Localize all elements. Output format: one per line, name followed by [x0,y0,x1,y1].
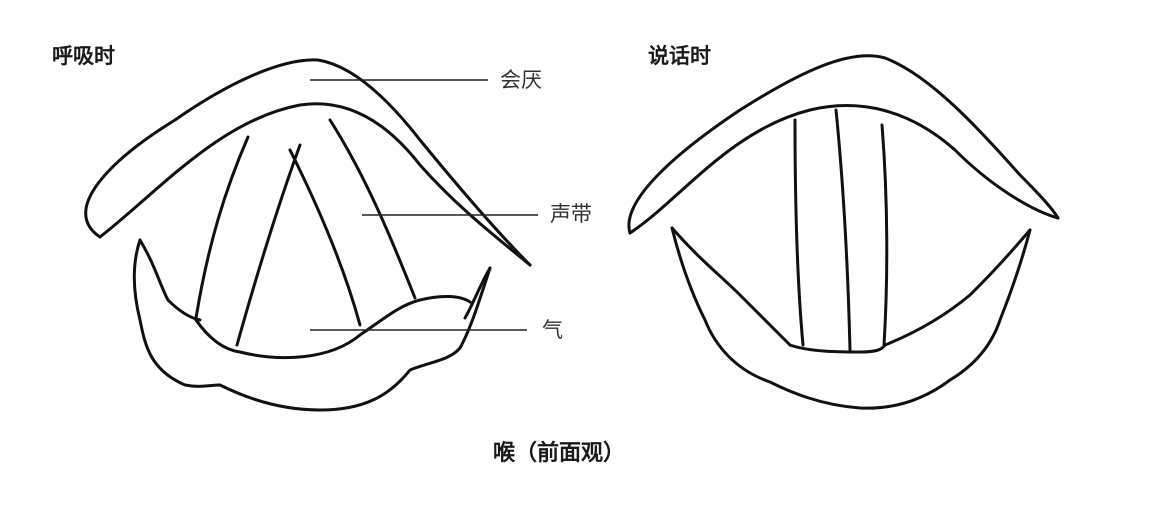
speaking-right-inner-edge [883,228,1032,347]
breathing-vocal-cord-left-outer [194,135,250,320]
breathing-left-fold [138,238,202,322]
figure-caption: 喉（前面观） [493,440,626,466]
epiglottis-label: 会厌 [500,68,542,92]
speaking-title: 说话时 [648,44,711,68]
speaking-larynx-drawing [627,54,1060,410]
speaking-vocal-cord-3 [880,123,889,347]
breathing-base-outline [132,238,492,412]
air-label: 气 [542,318,563,342]
breathing-vocal-cord-right-inner [288,148,362,327]
speaking-base-outline [670,226,1032,410]
breathing-title: 呼吸时 [52,44,115,68]
speaking-vocal-cord-1 [793,118,805,347]
breathing-epiglottis-outer [84,58,532,267]
speaking-vocal-cord-2 [834,108,852,352]
breathing-larynx-drawing [84,58,538,412]
vocal-cords-label: 声带 [550,202,592,226]
breathing-epiglottis-inner [98,102,532,267]
speaking-epiglottis-outer [627,54,1060,235]
breathing-vocal-cord-left-inner [235,143,302,347]
breathing-glottis-base [194,295,472,360]
speaking-left-inner-edge [670,226,792,347]
speaking-glottis-base [788,343,887,354]
breathing-vocal-cord-right-outer [328,118,417,300]
speaking-epiglottis-inner [628,104,1060,235]
